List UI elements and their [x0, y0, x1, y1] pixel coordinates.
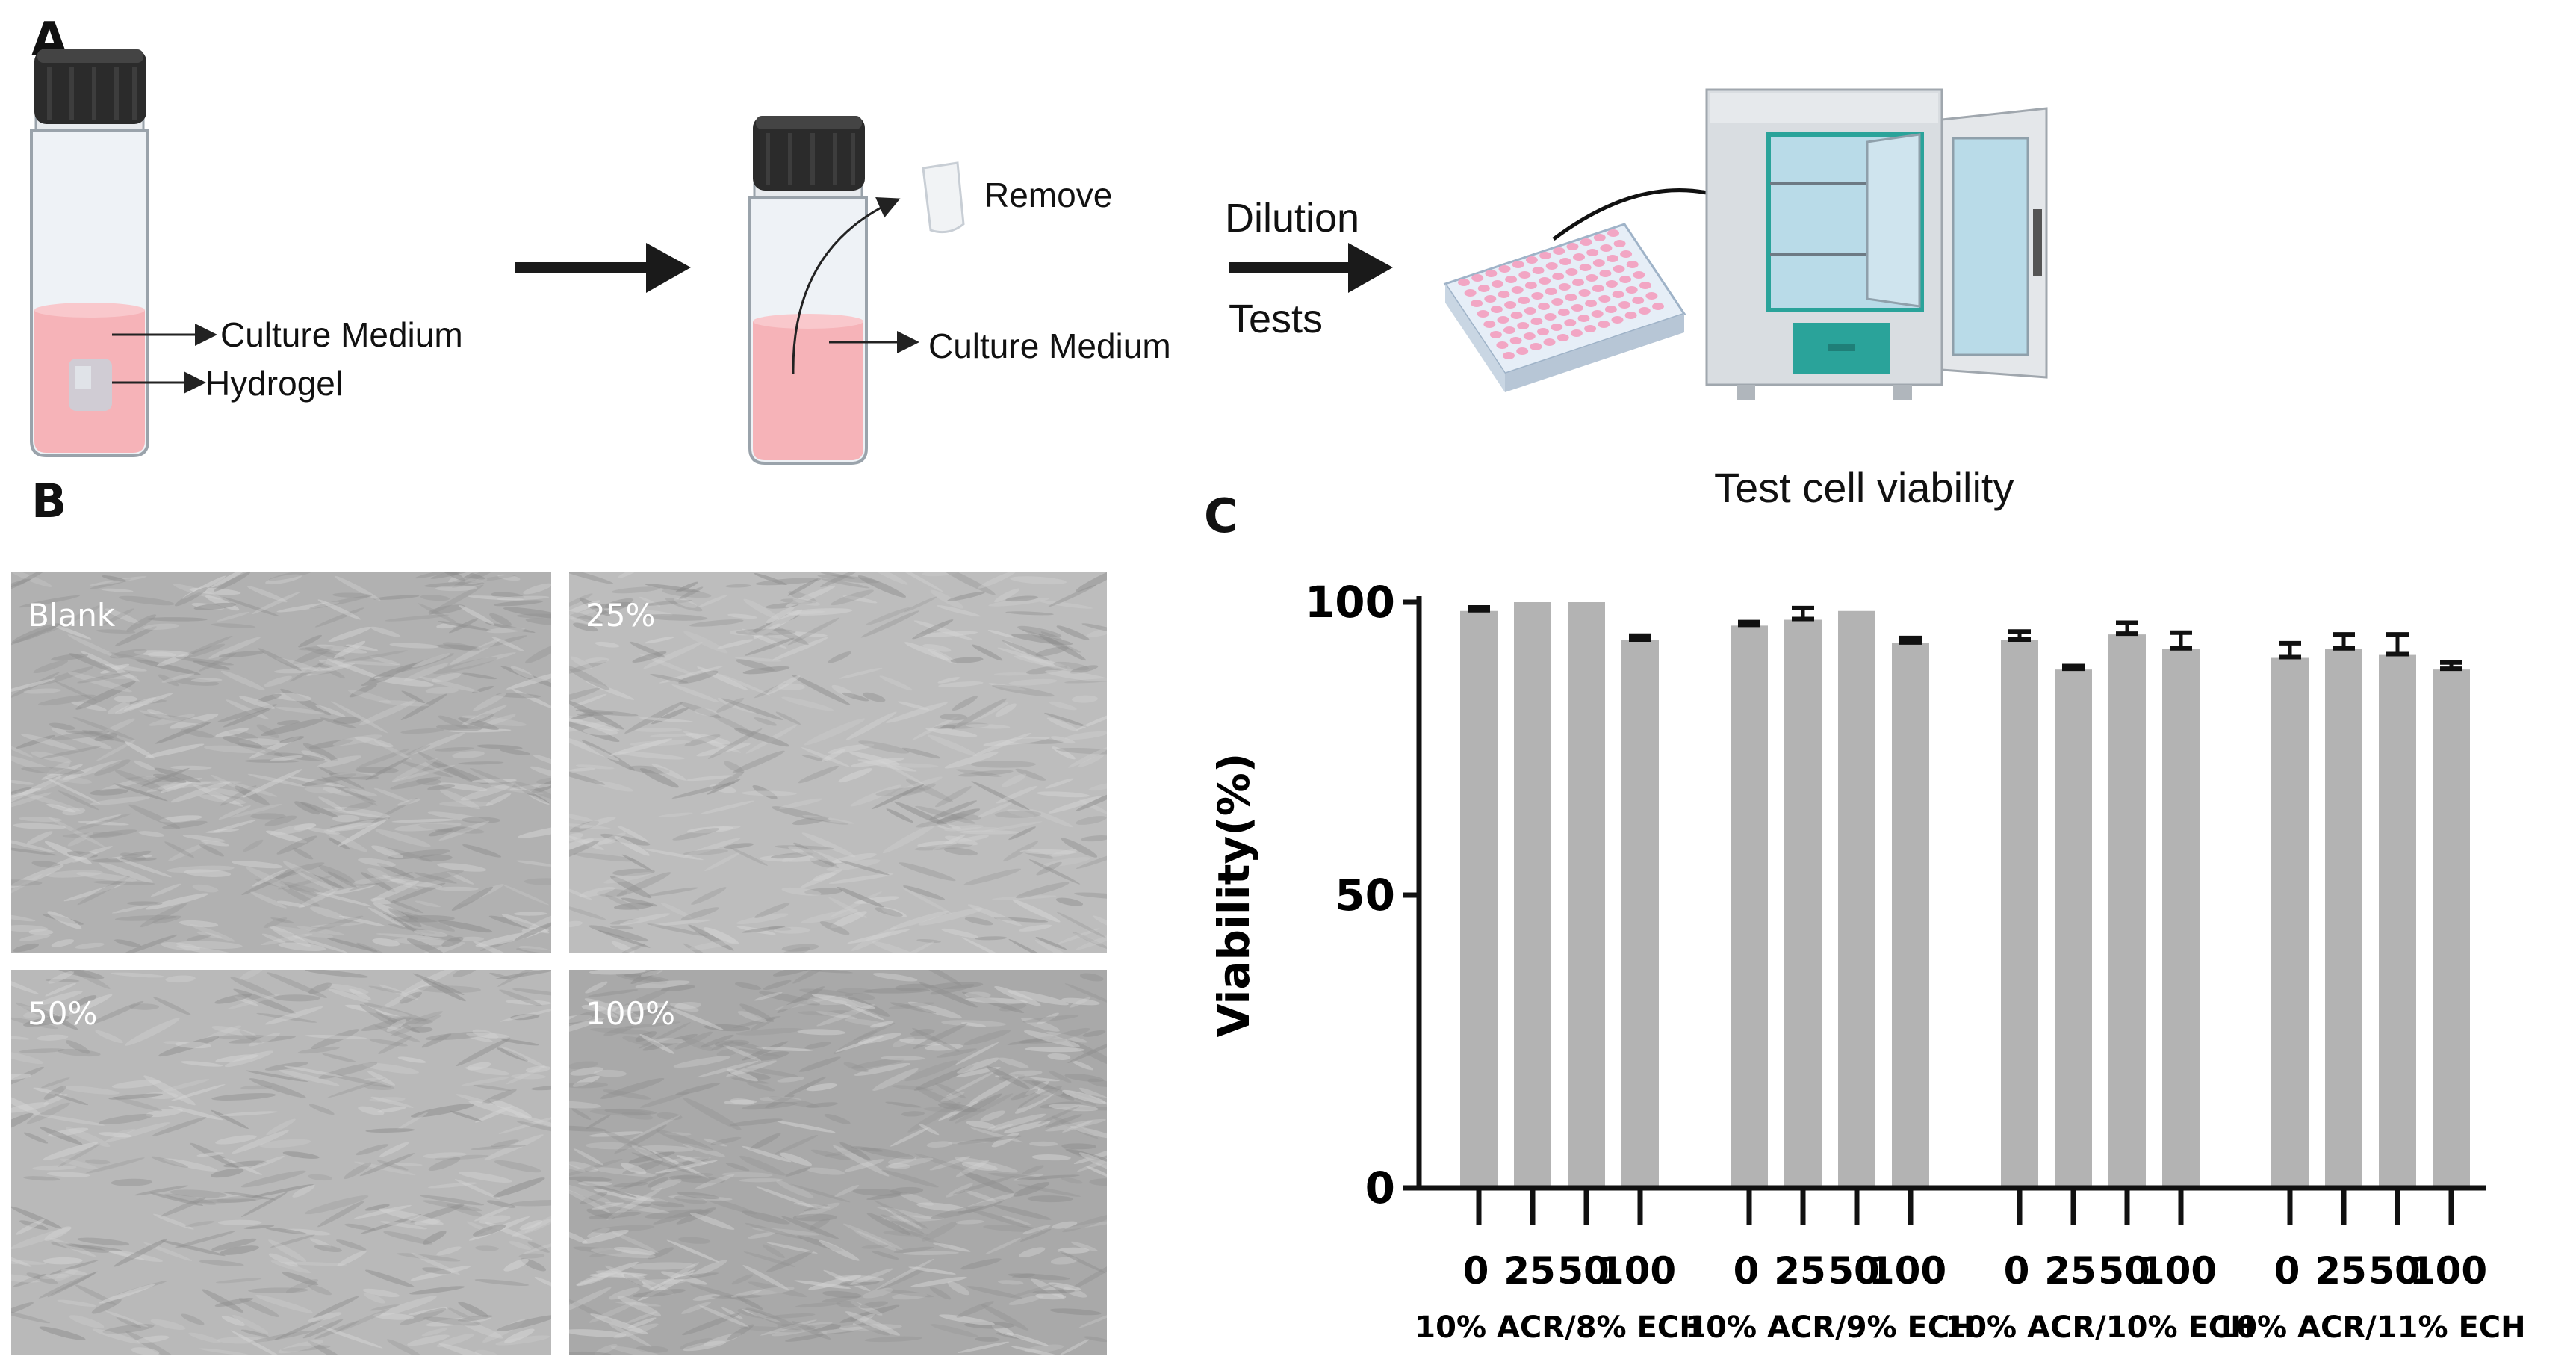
group-label: 10% ACR/11% ECH [2215, 1310, 2525, 1345]
step-tests-label: Tests [1229, 297, 1323, 341]
vial2-medium-label: Culture Medium [928, 326, 1171, 365]
y-tick-label: 100 [1305, 577, 1395, 628]
removed-hydrogel-icon [922, 161, 965, 234]
x-tick-label: 25 [2315, 1249, 2367, 1293]
bar [2162, 649, 2200, 1188]
well-plate-icon [1443, 223, 1686, 392]
bar [1838, 610, 1875, 1188]
x-tick-label: 100 [2139, 1249, 2217, 1293]
panel-a-caption: Test cell viability [1714, 464, 2014, 511]
bar [1514, 602, 1551, 1188]
x-tick-label: 50 [2368, 1249, 2421, 1293]
bar [2271, 657, 2309, 1188]
y-tick-label: 50 [1335, 870, 1395, 920]
x-tick-label: 25 [1774, 1249, 1826, 1293]
panel-c-letter: C [1204, 489, 1238, 543]
bar [1892, 643, 1929, 1188]
bar [1731, 625, 1768, 1188]
vial1-medium-label: Culture Medium [220, 315, 463, 354]
bar [2108, 634, 2146, 1188]
x-tick-label: 0 [2274, 1249, 2300, 1293]
bar [2325, 649, 2362, 1188]
y-tick-label: 0 [1365, 1163, 1395, 1213]
micrograph-label: Blank [28, 597, 116, 634]
bar [2433, 669, 2470, 1188]
y-axis-title: Viability(%) [1208, 753, 1259, 1038]
bar [1621, 640, 1659, 1188]
group-label: 10% ACR/9% ECH [1685, 1310, 1974, 1345]
bar [1460, 610, 1498, 1188]
x-tick-label: 50 [1557, 1249, 1610, 1293]
x-tick-label: 100 [2409, 1249, 2487, 1293]
x-tick-label: 50 [1828, 1249, 1880, 1293]
micrograph-100: 100% [569, 970, 1107, 1355]
x-tick-label: 0 [2004, 1249, 2030, 1293]
micrograph-blank: Blank [11, 572, 551, 953]
micrograph-50: 50% [11, 970, 551, 1355]
incubator-icon [1705, 88, 2048, 400]
bar [2055, 669, 2092, 1188]
micrograph-25: 25% [569, 572, 1107, 953]
x-tick-label: 50 [2098, 1249, 2150, 1293]
panel-b-letter: B [31, 474, 67, 528]
micrograph-label: 25% [586, 597, 656, 634]
vial-with-hydrogel-icon [30, 49, 149, 457]
x-tick-label: 0 [1734, 1249, 1760, 1293]
micrograph-label: 100% [586, 995, 676, 1032]
x-tick-label: 25 [1503, 1249, 1556, 1293]
micrograph-label: 50% [28, 995, 98, 1032]
x-tick-label: 25 [2044, 1249, 2097, 1293]
group-label: 10% ACR/10% ECH [1945, 1310, 2255, 1345]
vial-without-hydrogel-icon [748, 116, 868, 465]
step-dilution-label: Dilution [1225, 196, 1360, 241]
vial2-remove-label: Remove [984, 176, 1113, 214]
vial1-hydrogel-label: Hydrogel [205, 364, 344, 403]
x-tick-label: 100 [1598, 1249, 1676, 1293]
bar [1784, 619, 1822, 1188]
x-tick-label: 100 [1869, 1249, 1946, 1293]
group-label: 10% ACR/8% ECH [1415, 1310, 1704, 1345]
panel-a-illustration [30, 49, 2048, 465]
bar [2001, 640, 2038, 1188]
x-tick-label: 0 [1463, 1249, 1489, 1293]
bar [1568, 602, 1605, 1188]
bar [2379, 654, 2416, 1188]
